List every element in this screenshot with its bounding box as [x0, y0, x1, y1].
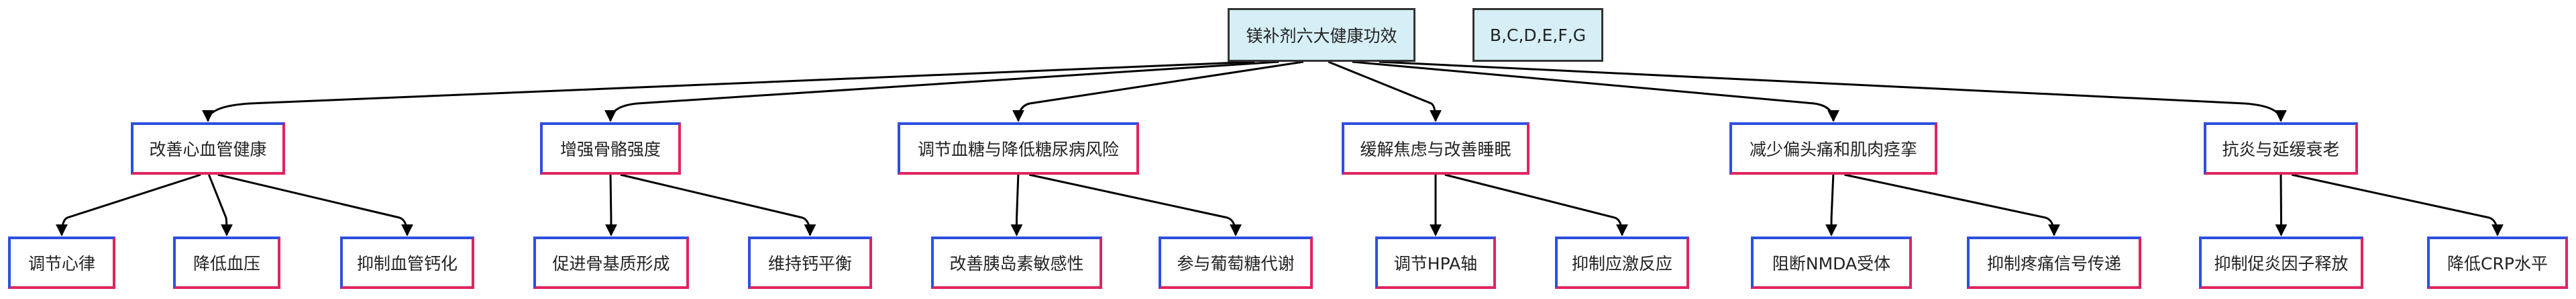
leaf-node: 抑制应激反应 [1555, 237, 1689, 289]
leaf-node: 促进骨基质形成 [533, 237, 689, 289]
edge-arrow [1328, 60, 1442, 122]
leaf-node: 降低CRP水平 [2427, 237, 2568, 289]
edge-arrow [1444, 173, 1628, 237]
edge-arrow [1010, 174, 1023, 237]
edge-arrow [604, 174, 617, 237]
edge-arrow [620, 173, 816, 237]
category-node-anti-inflammatory: 抗炎与延缓衰老 [2204, 122, 2358, 175]
edge-arrow [1028, 173, 1242, 237]
category-node-anxiety-sleep: 缓解焦虑与改善睡眠 [1342, 122, 1529, 175]
edge-arrow [2291, 173, 2504, 237]
edge-arrow [1844, 173, 2060, 237]
category-node-blood-sugar: 调节血糖与降低糖尿病风险 [898, 122, 1139, 175]
edge-arrow [1825, 174, 1838, 237]
edge-arrow [1352, 60, 1839, 122]
leaf-node: 抑制血管钙化 [340, 237, 474, 289]
edge-arrow [208, 174, 233, 237]
leaf-node: 降低血压 [173, 237, 280, 289]
leaf-node: 阻断NMDA受体 [1751, 237, 1912, 289]
leaf-node: 维持钙平衡 [748, 237, 872, 289]
leaf-node: 抑制疼痛信号传递 [1967, 237, 2141, 289]
leaf-node: 调节心律 [8, 237, 115, 289]
leaf-node: 调节HPA轴 [1375, 237, 1496, 289]
leaf-node: 改善胰岛素敏感性 [931, 237, 1102, 289]
edge-arrow [604, 60, 1279, 122]
root-node: 镁补剂六大健康功效 [1228, 8, 1415, 62]
category-node-bone: 增强骨骼强度 [540, 122, 681, 175]
side-node: B,C,D,E,F,G [1472, 8, 1603, 62]
edge-arrow [56, 173, 201, 237]
leaf-node: 参与葡萄糖代谢 [1159, 237, 1313, 289]
category-node-migraine: 减少偏头痛和肌肉痉挛 [1729, 122, 1937, 175]
category-node-cardiovascular: 改善心血管健康 [131, 122, 285, 175]
edge-arrow [202, 60, 1255, 122]
leaf-node: 抑制促炎因子释放 [2199, 237, 2363, 289]
edge-arrow [1012, 60, 1304, 122]
edge-arrow [1379, 60, 2287, 122]
edge-arrow [217, 173, 413, 237]
